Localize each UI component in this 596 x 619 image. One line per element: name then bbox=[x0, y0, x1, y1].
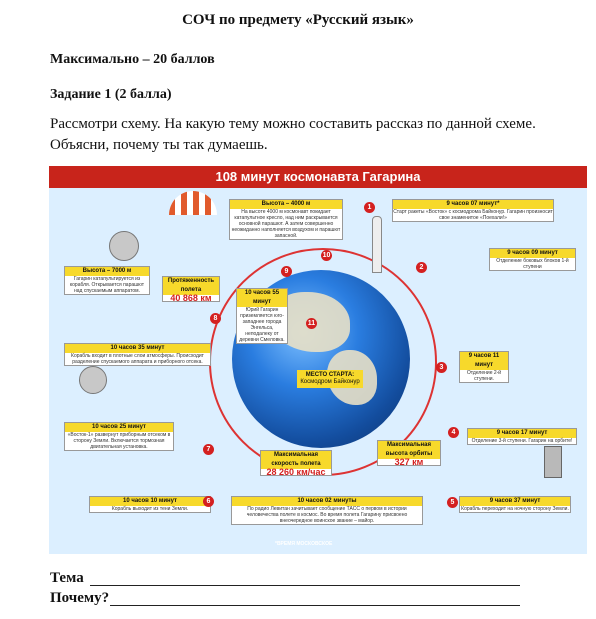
stage-icon bbox=[544, 446, 562, 478]
stat-value: 327 км bbox=[394, 457, 424, 467]
event-time: 10 часов 35 минут bbox=[65, 344, 210, 353]
event-box-4: 9 часов 17 минут Отделение 3-й ступени. … bbox=[467, 428, 577, 445]
event-time: Высота – 4000 м bbox=[230, 200, 342, 209]
step-number-8: 8 bbox=[210, 313, 221, 324]
step-number-6: 6 bbox=[203, 496, 214, 507]
poster-footer: *ВРЕМЯ МОСКОВСКОЕ bbox=[275, 541, 333, 547]
event-text: Отделение 2-й ступени. bbox=[466, 370, 502, 382]
event-box-6: 10 часов 02 минуты По радио Левитан зачи… bbox=[231, 496, 423, 525]
event-box-2: 9 часов 09 минут Отделение боковых блоко… bbox=[489, 248, 576, 271]
event-time: Высота – 7000 м bbox=[65, 267, 149, 276]
capsule-icon bbox=[109, 231, 139, 261]
event-time: 9 часов 11 минут bbox=[460, 352, 508, 370]
poster-title: 108 минут космонавта Гагарина bbox=[49, 166, 587, 188]
event-time: 9 часов 09 минут bbox=[490, 249, 575, 258]
event-box-3: 9 часов 11 минут Отделение 2-й ступени. bbox=[459, 351, 509, 383]
answer-topic-label: Тема bbox=[50, 570, 84, 586]
event-text: На высоте 4000 м космонавт покидает ката… bbox=[231, 209, 341, 239]
event-text: Гагарин катапультируется из корабля. Отк… bbox=[69, 276, 145, 294]
stat-label: Максимальная высота орбиты bbox=[378, 441, 440, 459]
event-box-7: 10 часов 10 минут Корабль выходит из тен… bbox=[89, 496, 211, 513]
event-box-11: 10 часов 55 минут Юрий Гагарин приземляе… bbox=[236, 288, 288, 344]
event-time: 10 часов 02 минуты bbox=[232, 497, 422, 506]
start-place: Космодром Байконур bbox=[300, 379, 360, 385]
event-text: Корабль переходит на ночную сторону Земл… bbox=[461, 506, 569, 512]
answer-topic-line[interactable] bbox=[90, 585, 520, 586]
stat-value: 28 260 км/час bbox=[266, 467, 326, 477]
step-number-4: 4 bbox=[448, 427, 459, 438]
event-box-5: 9 часов 37 минут Корабль переходит на но… bbox=[459, 496, 571, 513]
stat-value: 40 868 км bbox=[170, 293, 212, 303]
event-time: 9 часов 17 минут bbox=[468, 429, 576, 438]
event-box-10: Высота – 4000 м На высоте 4000 м космона… bbox=[229, 199, 343, 240]
event-text: По радио Левитан зачитывает сообщение ТА… bbox=[246, 506, 408, 524]
max-score: Максимально – 20 баллов bbox=[50, 52, 215, 67]
event-text: «Восток-1» развернут приборным отсеком в… bbox=[67, 432, 171, 450]
start-label: МЕСТО СТАРТА: bbox=[305, 372, 355, 378]
step-number-10: 10 bbox=[321, 250, 332, 261]
stat-label: Максимальная скорость полета bbox=[261, 451, 331, 469]
event-box-8: 10 часов 25 минут «Восток-1» развернут п… bbox=[64, 422, 174, 451]
event-box-1: 9 часов 07 минут* Старт ракеты «Восток» … bbox=[392, 199, 554, 222]
parachute-icon bbox=[169, 191, 217, 215]
event-time: 9 часов 37 минут bbox=[460, 497, 570, 506]
step-number-2: 2 bbox=[416, 262, 427, 273]
event-text: Отделение боковых блоков 1-й ступени bbox=[496, 258, 569, 270]
event-text: Отделение 3-й ступени. Гагарин на орбите… bbox=[471, 438, 573, 444]
event-time: 10 часов 25 минут bbox=[65, 423, 173, 432]
step-number-11: 11 bbox=[306, 318, 317, 329]
document-title: СОЧ по предмету «Русский язык» bbox=[182, 12, 414, 28]
start-box: МЕСТО СТАРТА: Космодром Байконур bbox=[297, 370, 363, 388]
event-text: Старт ракеты «Восток» с космодрома Байко… bbox=[393, 209, 553, 221]
event-text: Корабль выходит из тени Земли. bbox=[111, 506, 189, 512]
step-number-7: 7 bbox=[203, 444, 214, 455]
step-number-5: 5 bbox=[447, 497, 458, 508]
stat-altitude: Максимальная высота орбиты 327 км bbox=[377, 440, 441, 467]
step-number-9: 9 bbox=[281, 266, 292, 277]
event-text: Юрий Гагарин приземляется юго-западнее г… bbox=[239, 307, 285, 343]
answer-why-line[interactable] bbox=[110, 605, 520, 606]
step-number-1: 1 bbox=[364, 202, 375, 213]
event-time: 10 часов 10 минут bbox=[90, 497, 210, 506]
rocket-icon bbox=[372, 216, 382, 273]
event-box-12: Высота – 7000 м Гагарин катапультируется… bbox=[64, 266, 150, 295]
stat-speed: Максимальная скорость полета 28 260 км/ч… bbox=[260, 450, 332, 477]
gagarin-infographic: 108 минут космонавта Гагарина МЕСТО СТАР… bbox=[49, 166, 587, 554]
step-number-3: 3 bbox=[436, 362, 447, 373]
event-box-9: 10 часов 35 минут Корабль входит в плотн… bbox=[64, 343, 211, 366]
stat-label: Протяженность полета bbox=[163, 277, 219, 295]
event-text: Корабль входит в плотные слои атмосферы.… bbox=[71, 353, 204, 365]
answer-why-label: Почему? bbox=[50, 590, 110, 606]
capsule-icon bbox=[79, 366, 107, 394]
task-question: Рассмотри схему. На какую тему можно сос… bbox=[50, 116, 536, 153]
event-time: 9 часов 07 минут* bbox=[393, 200, 553, 209]
stat-duration: Протяженность полета 40 868 км bbox=[162, 276, 220, 303]
event-time: 10 часов 55 минут bbox=[237, 289, 287, 307]
task-heading: Задание 1 (2 балла) bbox=[50, 87, 172, 102]
